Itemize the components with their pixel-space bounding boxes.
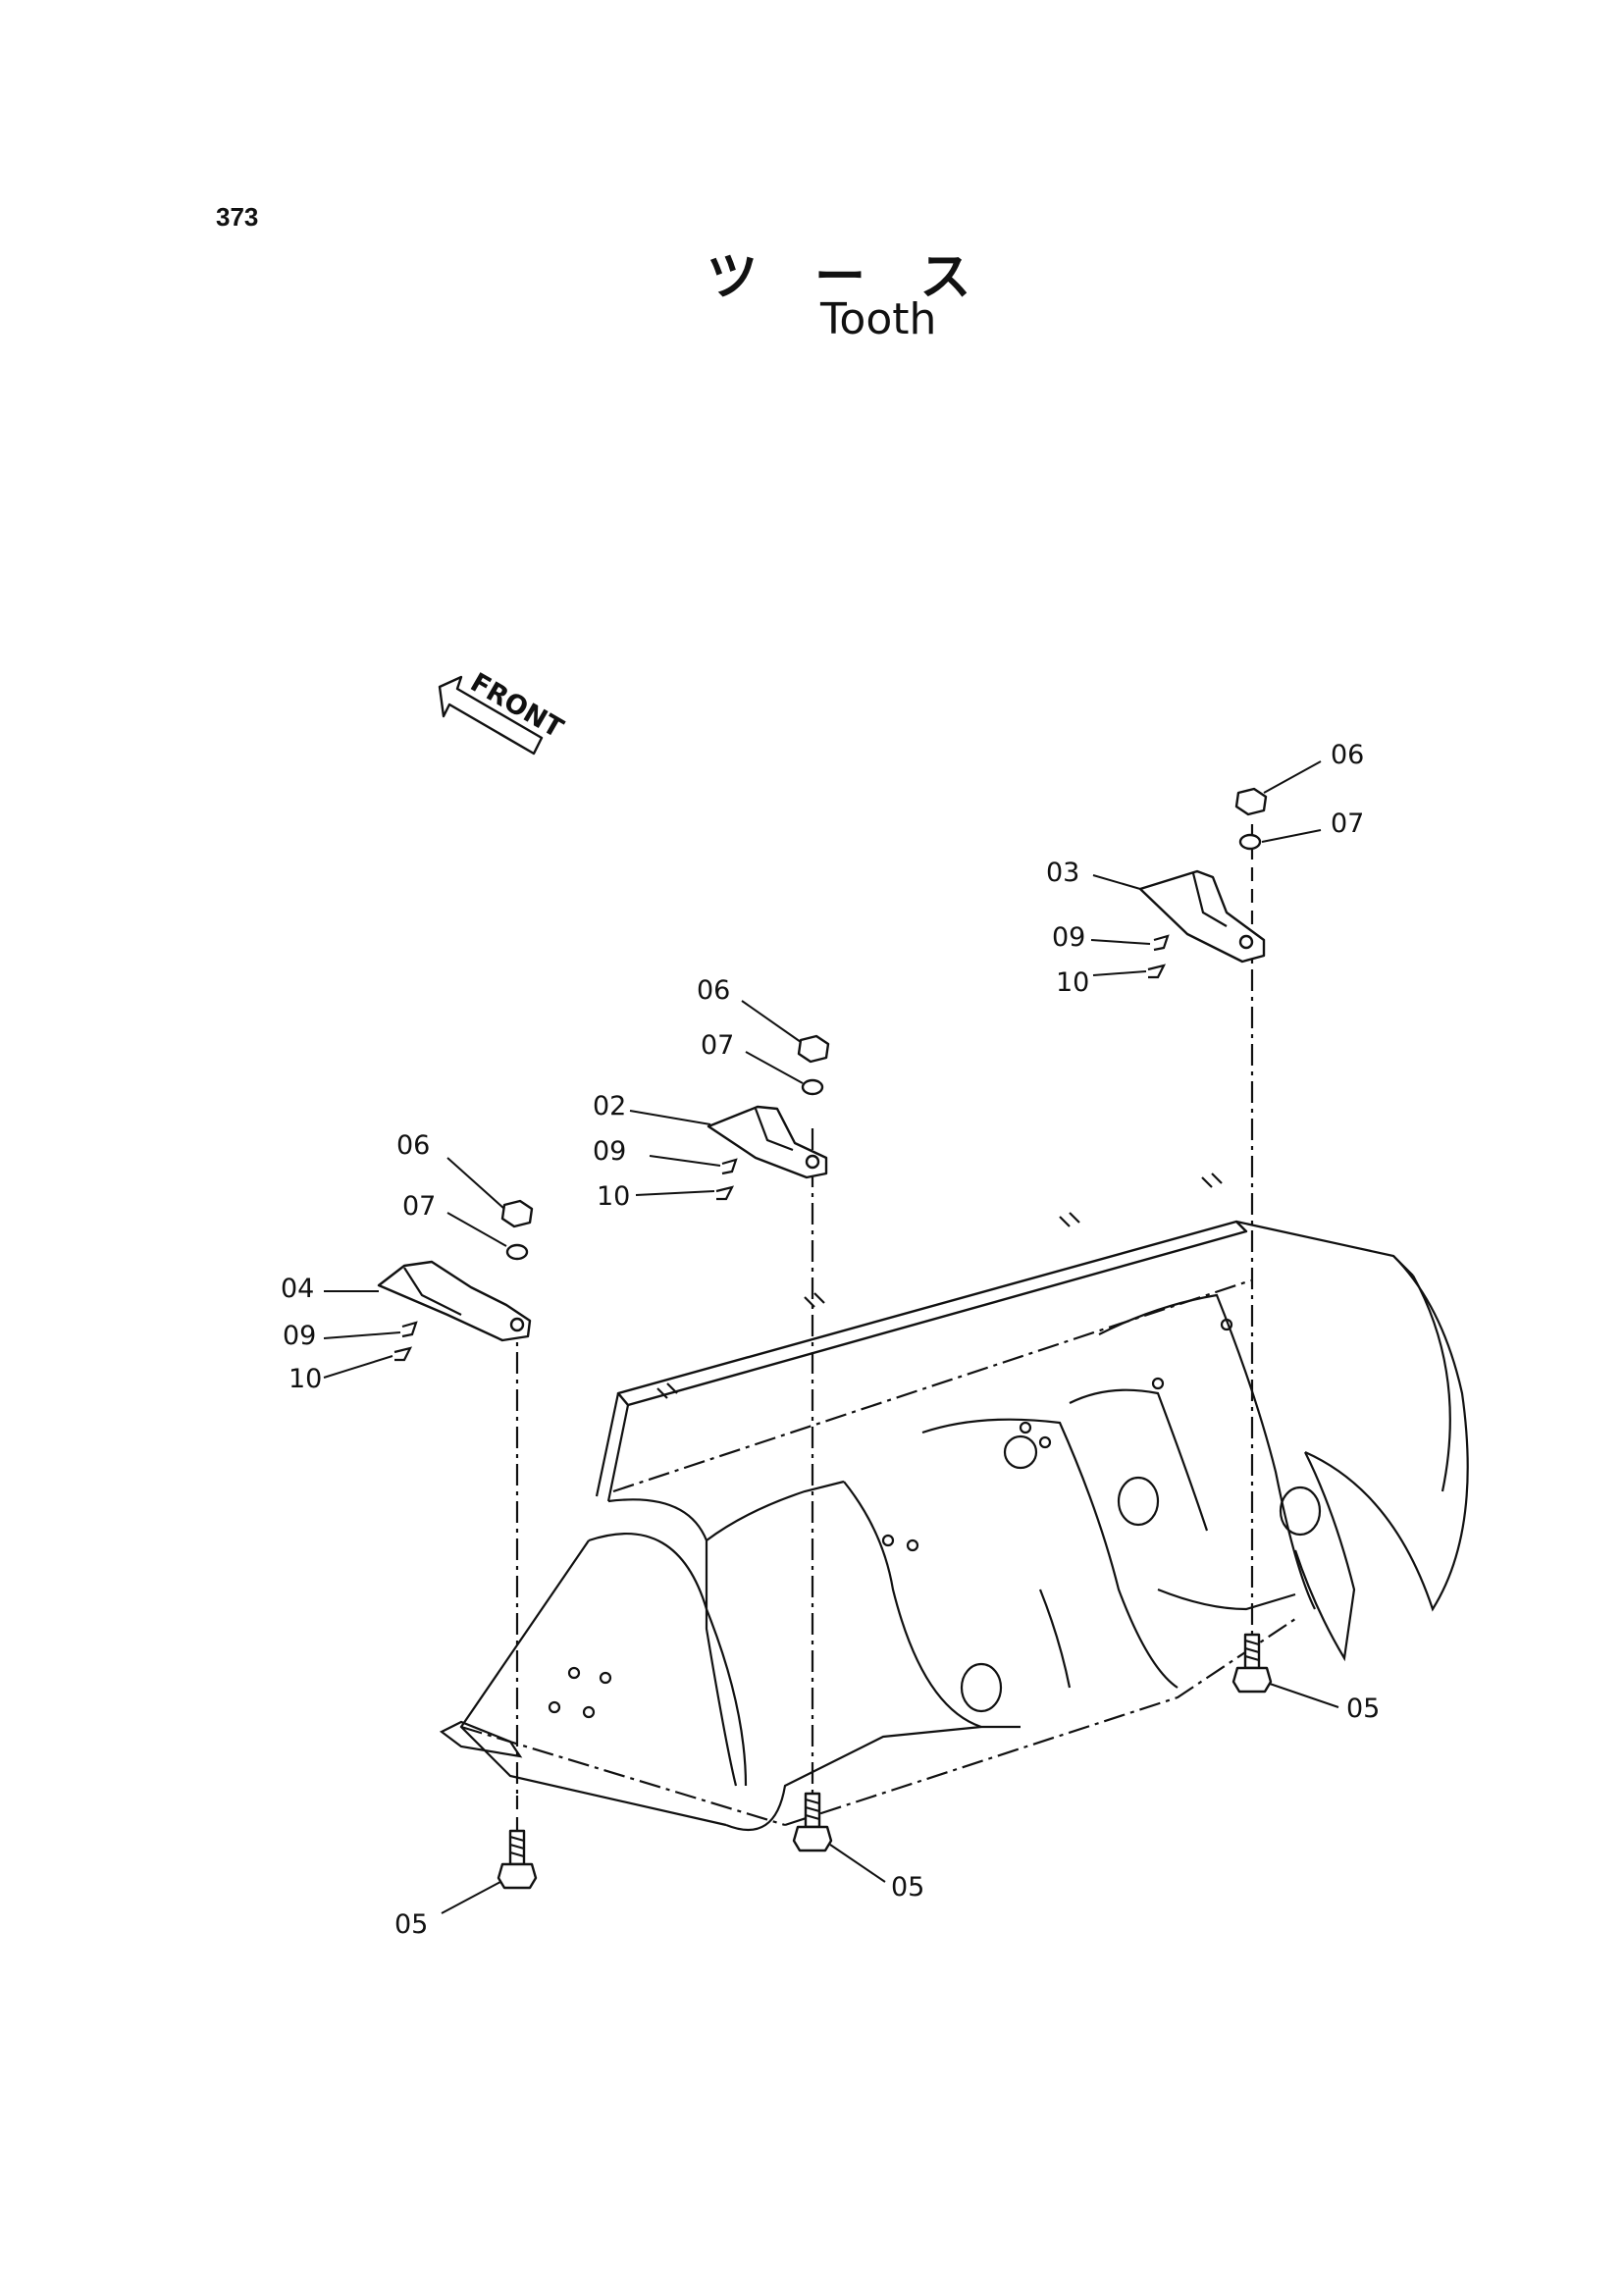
callout-05-middle: 05 <box>891 1872 924 1903</box>
front-arrow-icon: FRONT <box>438 667 568 756</box>
callout-02: 02 <box>593 1091 626 1121</box>
callout-09-middle: 09 <box>593 1136 626 1167</box>
bolt-05-middle <box>792 1792 833 1852</box>
clip-10-middle <box>715 1185 735 1201</box>
title-japanese: ツース <box>707 248 1028 307</box>
callout-07-left: 07 <box>402 1191 436 1222</box>
callout-09-right: 09 <box>1052 922 1085 953</box>
callout-04: 04 <box>281 1274 314 1304</box>
bolt-05-right <box>1231 1633 1273 1694</box>
callout-05-left: 05 <box>394 1909 428 1940</box>
clip-10-left <box>393 1346 413 1362</box>
callout-06-right: 06 <box>1331 740 1364 770</box>
callout-10-right: 10 <box>1056 967 1089 998</box>
callout-09-left: 09 <box>283 1321 316 1351</box>
tooth-03 <box>1138 869 1266 964</box>
bolt-05-left <box>497 1829 538 1890</box>
clip-10-right <box>1147 964 1167 979</box>
clip-09-right <box>1153 934 1170 952</box>
callout-06-middle: 06 <box>697 975 730 1006</box>
tooth-02 <box>707 1105 828 1179</box>
washer-07-middle <box>801 1078 824 1096</box>
nut-06-right <box>1234 787 1268 816</box>
nut-06-middle <box>797 1034 830 1064</box>
callout-07-middle: 07 <box>701 1030 734 1061</box>
clip-09-middle <box>721 1158 738 1175</box>
title-english: Tooth <box>820 294 937 344</box>
nut-06-left <box>500 1199 534 1228</box>
tooth-04 <box>377 1260 532 1342</box>
washer-07-right <box>1238 833 1262 851</box>
callout-05-right: 05 <box>1346 1694 1380 1724</box>
callout-07-right: 07 <box>1331 808 1364 839</box>
clip-09-left <box>401 1321 418 1338</box>
callout-10-left: 10 <box>288 1364 322 1394</box>
page-number: 373 <box>216 202 259 232</box>
callout-10-middle: 10 <box>597 1181 630 1212</box>
washer-07-left <box>505 1243 529 1261</box>
callout-03: 03 <box>1046 858 1079 888</box>
bucket-body <box>439 1173 1469 1832</box>
callout-06-left: 06 <box>396 1130 430 1161</box>
